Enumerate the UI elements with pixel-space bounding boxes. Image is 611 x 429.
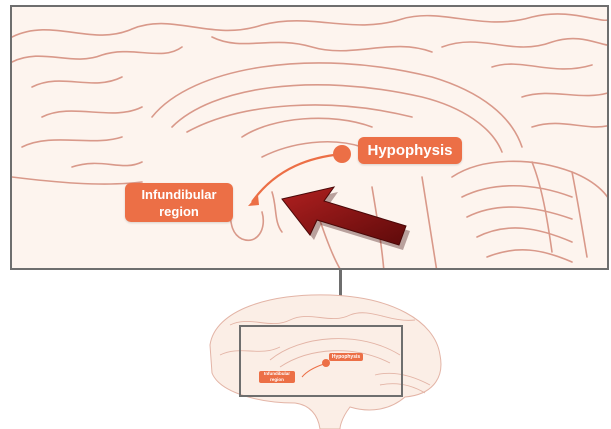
brain-sagittal-illustration [12,7,609,270]
thumbnail-infundibular-line2: region [259,377,295,383]
zoomed-brain-panel: Hypophysis Infundibular region [10,5,609,270]
infundibular-region-label: Infundibular region [125,183,233,222]
infundibular-label-line2: region [125,203,233,220]
thumbnail-infundibular-label: Infundibular region [259,371,295,383]
zoom-region-box [239,325,403,397]
infundibular-label-line1: Infundibular [125,186,233,203]
red-arrow-icon [282,187,410,250]
hypophysis-label: Hypophysis [358,137,462,164]
curved-arrow-head-icon [248,195,259,206]
thumbnail-hypophysis-label: Hypophysis [329,353,363,361]
hypophysis-dot [333,145,351,163]
brain-thumbnail: Hypophysis Infundibular region [190,285,450,429]
